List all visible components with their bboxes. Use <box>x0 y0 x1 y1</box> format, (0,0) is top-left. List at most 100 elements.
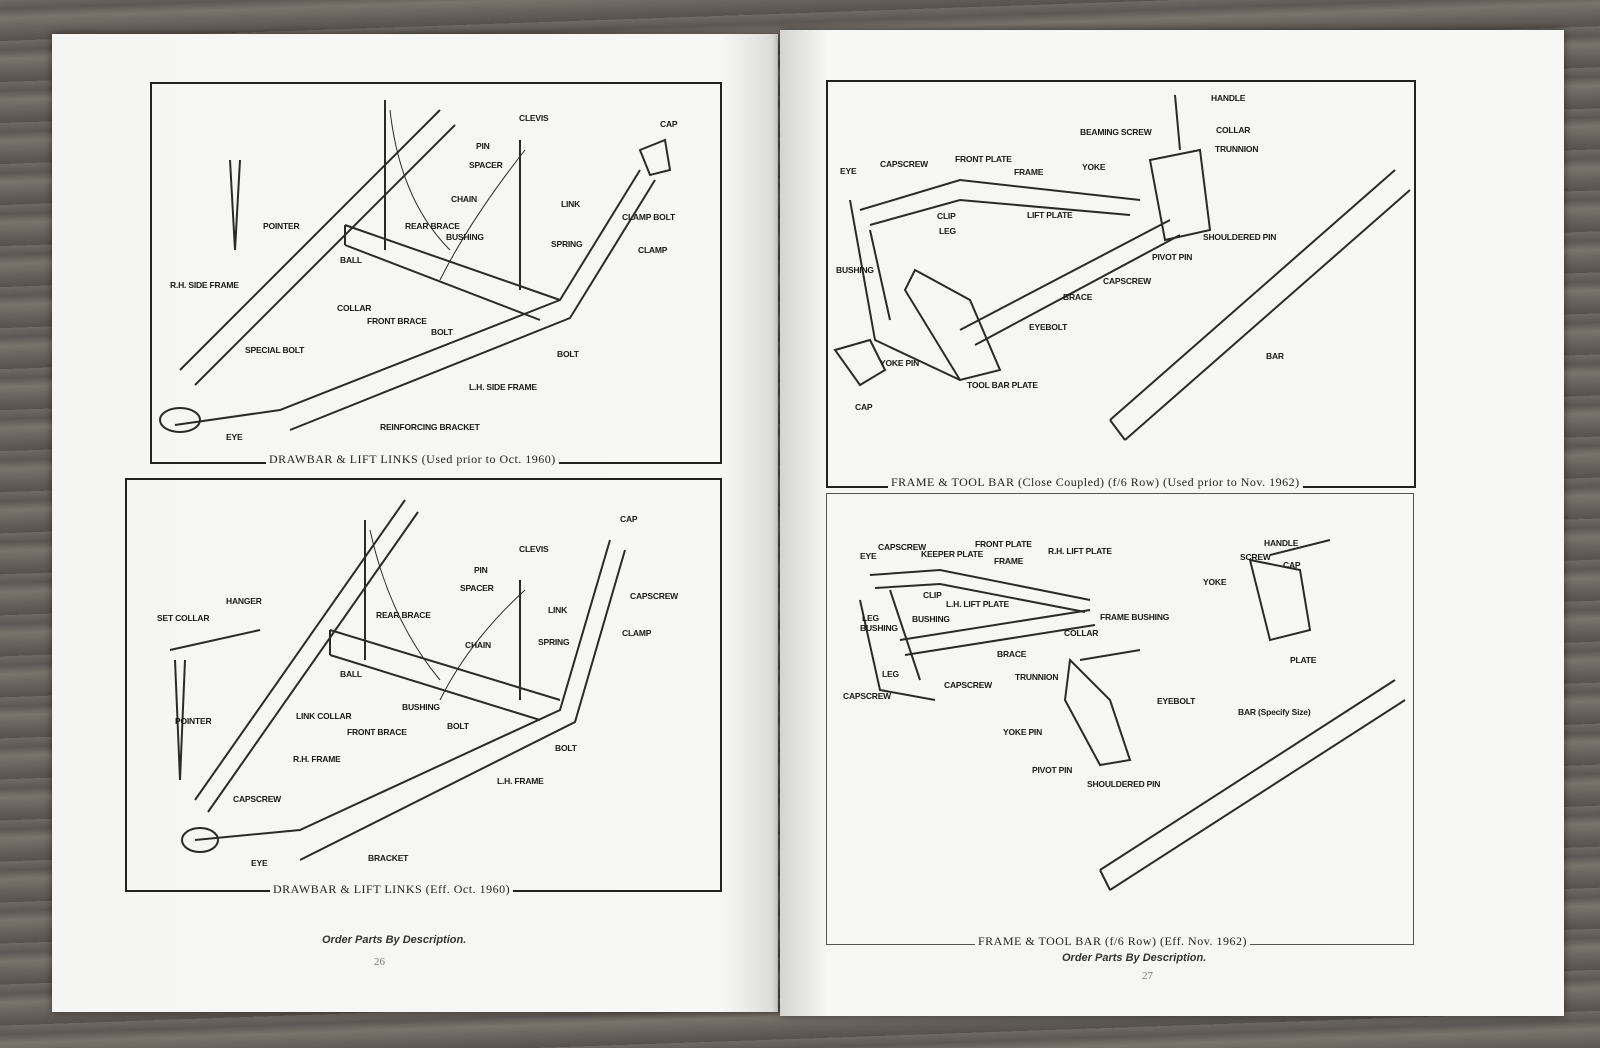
part-label: LEG <box>862 613 879 623</box>
part-label: LINK <box>561 199 581 209</box>
part-label: BUSHING <box>836 265 874 275</box>
part-label: BUSHING <box>402 702 440 712</box>
part-label: SPACER <box>460 583 494 593</box>
part-label: CLAMP <box>622 628 652 638</box>
part-label: FRAME BUSHING <box>1100 612 1170 622</box>
part-label: EYE <box>226 432 243 442</box>
part-label: PIVOT PIN <box>1032 765 1073 775</box>
part-label: TOOL BAR PLATE <box>967 380 1038 390</box>
part-label: CAPSCREW <box>233 794 281 804</box>
diagram-caption-drawbar-prior-1960: DRAWBAR & LIFT LINKS (Used prior to Oct.… <box>266 452 559 467</box>
part-label: L.H. SIDE FRAME <box>469 382 537 392</box>
part-label: HANGER <box>226 596 262 606</box>
part-label: BALL <box>340 669 362 679</box>
part-label: HANDLE <box>1211 93 1246 103</box>
part-label: SPACER <box>469 160 503 170</box>
page-number-left: 26 <box>374 956 385 968</box>
diagram-caption-drawbar-eff-1960: DRAWBAR & LIFT LINKS (Eff. Oct. 1960) <box>270 882 514 897</box>
part-label: PIVOT PIN <box>1152 252 1193 262</box>
part-label: FRAME <box>1014 167 1044 177</box>
part-label: REINFORCING BRACKET <box>380 422 480 432</box>
part-label: R.H. SIDE FRAME <box>170 280 239 290</box>
part-label: CLIP <box>923 590 942 600</box>
part-label: CLEVIS <box>519 113 549 123</box>
part-label: CAPSCREW <box>630 591 678 601</box>
part-label: BOLT <box>557 349 579 359</box>
part-label: POINTER <box>175 716 212 726</box>
part-label: SPECIAL BOLT <box>245 345 305 355</box>
part-label: YOKE <box>1082 162 1106 172</box>
page-number-right: 27 <box>1142 970 1153 982</box>
part-label: FRONT PLATE <box>955 154 1012 164</box>
part-label: EYEBOLT <box>1157 696 1196 706</box>
part-label: FRONT PLATE <box>975 539 1032 549</box>
order-parts-footer-right: Order Parts By Description. <box>1062 952 1207 964</box>
part-label: PIN <box>474 565 488 575</box>
part-label: CAP <box>855 402 873 412</box>
part-label: TRUNNION <box>1215 144 1259 154</box>
part-label: BEAMING SCREW <box>1080 127 1152 137</box>
part-label: BAR <box>1266 351 1284 361</box>
part-label: LEG <box>882 669 899 679</box>
part-label: SPRING <box>538 637 570 647</box>
part-label: BRACE <box>997 649 1027 659</box>
part-label: CLAMP BOLT <box>622 212 675 222</box>
part-label: BRACKET <box>368 853 409 863</box>
part-label: BAR (Specify Size) <box>1238 707 1311 717</box>
part-label: BOLT <box>447 721 469 731</box>
part-label: POINTER <box>263 221 300 231</box>
part-label: BOLT <box>555 743 577 753</box>
part-label: YOKE <box>1203 577 1227 587</box>
diagram-caption-toolbar-prior-1962: FRAME & TOOL BAR (Close Coupled) (f/6 Ro… <box>888 475 1303 490</box>
part-label: LEG <box>939 226 956 236</box>
part-label: EYEBOLT <box>1029 322 1068 332</box>
part-label: YOKE PIN <box>1003 727 1043 737</box>
part-label: L.H. FRAME <box>497 776 544 786</box>
diagram-frame-drawbar-eff-1960 <box>125 478 722 892</box>
part-label: CAPSCREW <box>878 542 926 552</box>
order-parts-footer-left: Order Parts By Description. <box>322 934 467 946</box>
part-label: BUSHING <box>860 623 898 633</box>
part-label: LINK <box>548 605 568 615</box>
part-label: R.H. FRAME <box>293 754 341 764</box>
part-label: BRACE <box>1063 292 1093 302</box>
part-label: EYE <box>860 551 877 561</box>
part-label: HANDLE <box>1264 538 1299 548</box>
part-label: SHOULDERED PIN <box>1203 232 1277 242</box>
part-label: REAR BRACE <box>405 221 460 231</box>
part-label: CHAIN <box>451 194 477 204</box>
part-label: CLAMP <box>638 245 668 255</box>
part-label: BUSHING <box>446 232 484 242</box>
part-label: LINK COLLAR <box>296 711 352 721</box>
part-label: REAR BRACE <box>376 610 431 620</box>
part-label: CLEVIS <box>519 544 549 554</box>
part-label: FRAME <box>994 556 1024 566</box>
diagram-caption-toolbar-eff-1962: FRAME & TOOL BAR (f/6 Row) (Eff. Nov. 19… <box>975 934 1250 949</box>
part-label: R.H. LIFT PLATE <box>1048 546 1112 556</box>
part-label: COLLAR <box>1216 125 1251 135</box>
part-label: EYE <box>251 858 268 868</box>
part-label: CLIP <box>937 211 956 221</box>
part-label: L.H. LIFT PLATE <box>946 599 1009 609</box>
part-label: LIFT PLATE <box>1027 210 1073 220</box>
part-label: CAPSCREW <box>843 691 891 701</box>
part-label: COLLAR <box>337 303 372 313</box>
part-label: SCREW <box>1240 552 1271 562</box>
part-label: EYE <box>840 166 857 176</box>
part-label: COLLAR <box>1064 628 1099 638</box>
part-label: BALL <box>340 255 362 265</box>
part-label: PLATE <box>1290 655 1317 665</box>
part-label: YOKE PIN <box>880 358 920 368</box>
part-label: BOLT <box>431 327 453 337</box>
part-label: TRUNNION <box>1015 672 1059 682</box>
part-label: CAP <box>620 514 638 524</box>
part-label: CAPSCREW <box>880 159 928 169</box>
part-label: CAP <box>1283 560 1301 570</box>
part-label: SET COLLAR <box>157 613 210 623</box>
part-label: CAP <box>660 119 678 129</box>
part-label: PIN <box>476 141 490 151</box>
part-label: FRONT BRACE <box>367 316 427 326</box>
part-label: SPRING <box>551 239 583 249</box>
diagram-frame-toolbar-eff-1962 <box>826 493 1414 945</box>
part-label: CAPSCREW <box>1103 276 1151 286</box>
